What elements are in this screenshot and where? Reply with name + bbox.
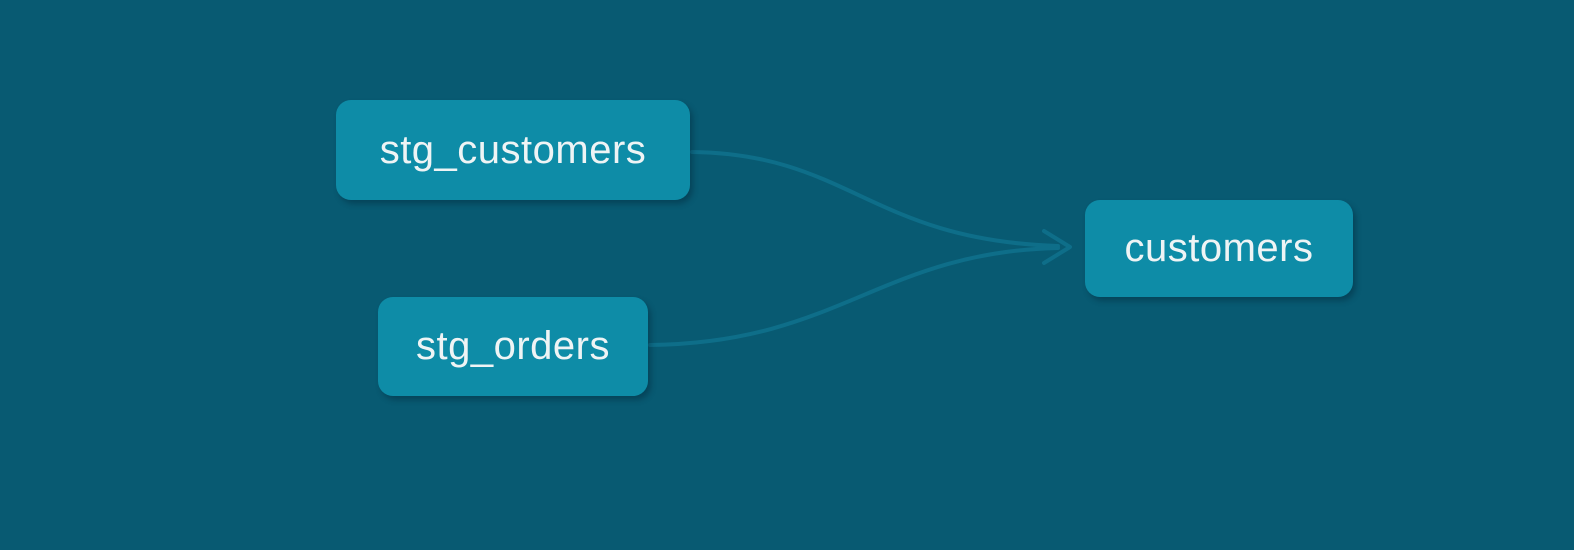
node-label: customers — [1124, 226, 1314, 270]
edge-stg-customers-to-customers — [690, 150, 1060, 248]
node-label: stg_customers — [379, 127, 647, 172]
node-customers[interactable]: customers — [1085, 200, 1353, 297]
node-stg-customers[interactable]: stg_customers — [336, 100, 690, 200]
node-label: stg_orders — [416, 324, 610, 368]
node-stg-orders[interactable]: stg_orders — [378, 297, 648, 396]
arrowhead-icon — [1042, 229, 1072, 265]
edge-stg-orders-to-customers — [648, 246, 1060, 347]
